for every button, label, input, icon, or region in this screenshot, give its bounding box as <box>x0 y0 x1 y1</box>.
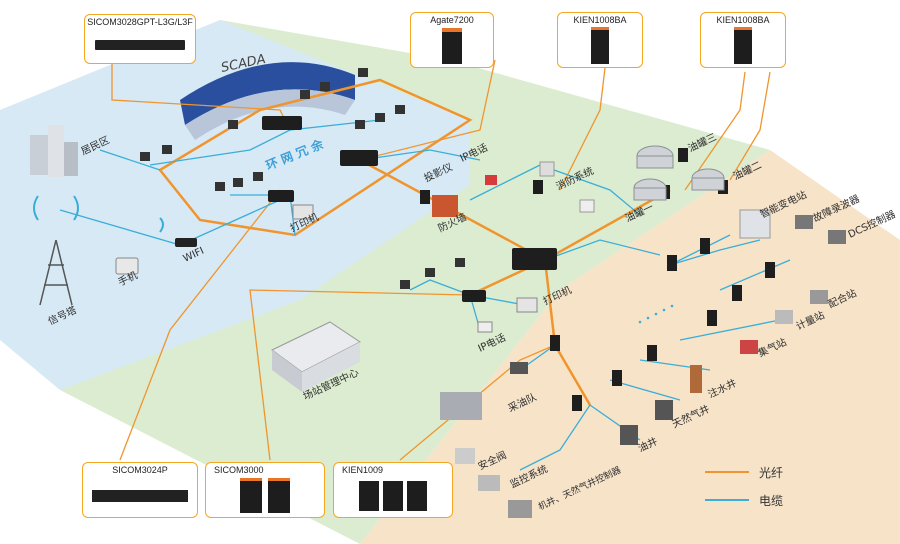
caption-sicom3024p: SICOM3024P <box>82 462 198 518</box>
scada-wall <box>180 62 355 125</box>
legend-fiber-label: 光纤 <box>759 465 784 480</box>
phone-icon <box>115 257 139 275</box>
safety-valve-icon <box>440 392 482 420</box>
management-center-icon <box>271 321 361 392</box>
caption-sicom3024p-label: SICOM3024P <box>112 465 168 475</box>
signal-tower-icon <box>33 195 79 306</box>
caption-kien1008ba-1: KIEN1008BA <box>557 12 643 68</box>
ring-network <box>158 78 473 237</box>
workstation-icons <box>140 68 405 191</box>
caption-sicom3000: SICOM3000 <box>205 462 325 518</box>
zone-blue <box>0 20 470 390</box>
oil-tank-icons <box>633 145 725 201</box>
wifi-router-icon <box>175 238 197 247</box>
caption-kien1008ba-1-label: KIEN1008BA <box>573 15 627 25</box>
printer-icon <box>292 204 314 220</box>
caption-kien1009-label: KIEN1009 <box>342 465 384 475</box>
legend: 光纤 电缆 <box>705 462 855 510</box>
caption-agate7200: Agate7200 <box>410 12 494 68</box>
zone-tan <box>360 150 900 544</box>
switch-icons <box>262 116 775 411</box>
residential-icon <box>30 125 78 177</box>
legend-cable-swatch <box>705 499 749 501</box>
caption-kien1009: KIEN1009 <box>333 462 453 518</box>
caption-agate7200-label: Agate7200 <box>430 15 474 25</box>
caption-kien1008ba-2-label: KIEN1008BA <box>716 15 770 25</box>
devices <box>30 68 846 518</box>
caption-sicom3000-label: SICOM3000 <box>214 465 264 475</box>
firewall-icon <box>432 195 458 217</box>
caption-sicom3028-label: SICOM3028GPT-L3G/L3F <box>87 17 193 27</box>
legend-fiber-swatch <box>705 471 749 473</box>
legend-cable-label: 电缆 <box>759 493 784 508</box>
caption-sicom3028: SICOM3028GPT-L3G/L3F <box>84 14 196 64</box>
caption-kien1008ba-2: KIEN1008BA <box>700 12 786 68</box>
